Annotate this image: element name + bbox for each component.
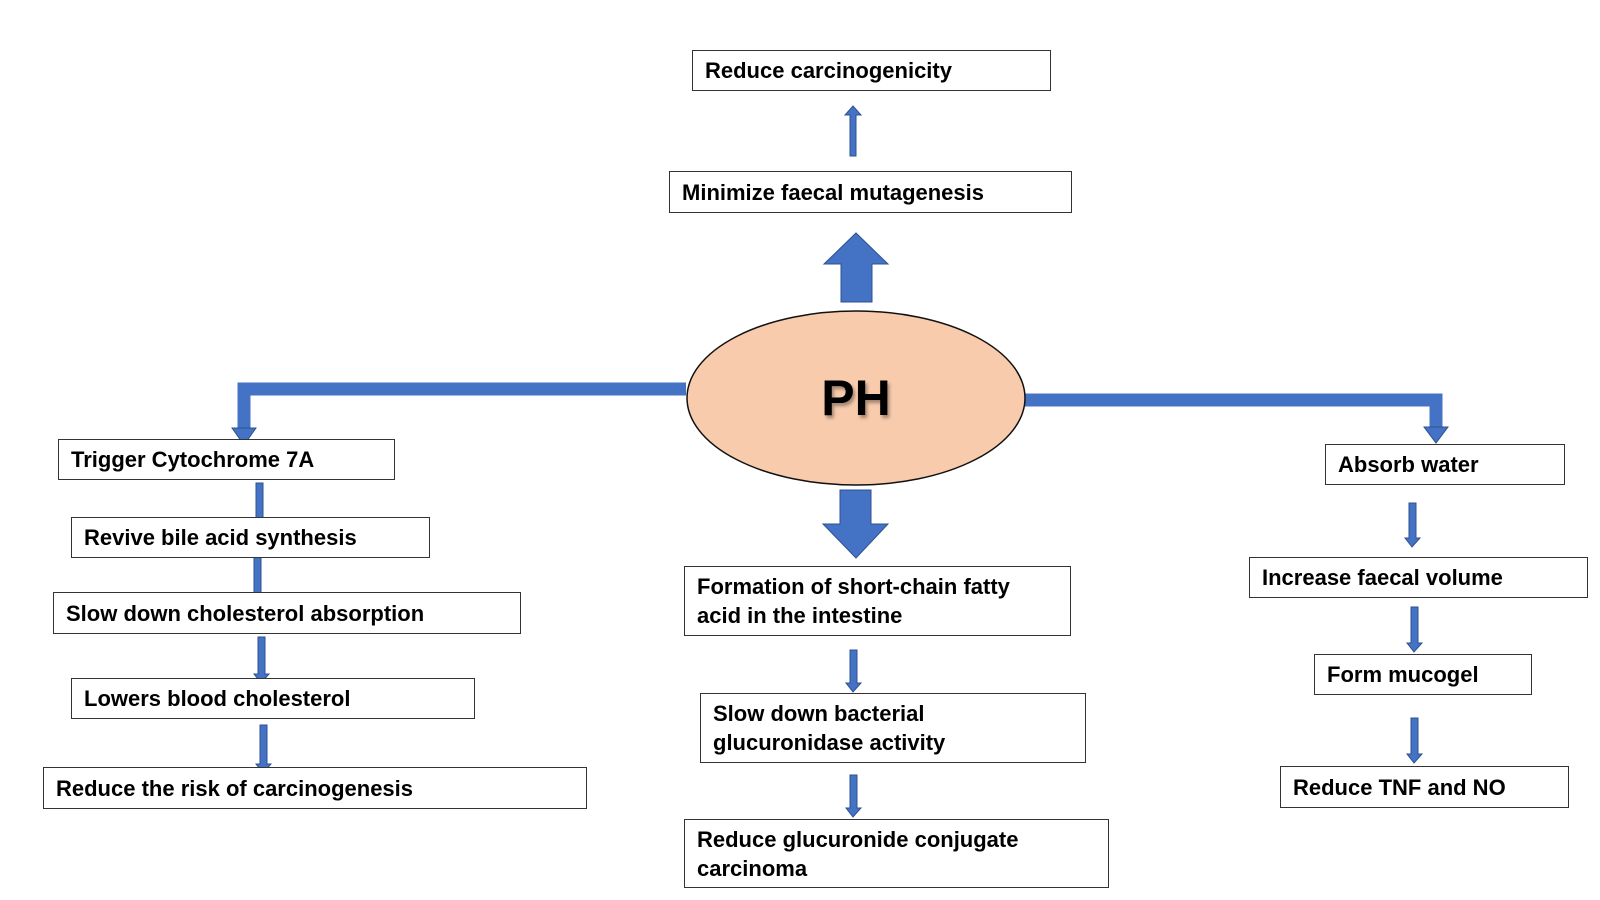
top-box-2: Reduce carcinogenicity [692, 50, 1051, 91]
middle-box-1: Formation of short-chain fatty acid in t… [684, 566, 1071, 636]
center-ellipse [686, 310, 1026, 486]
right-box-2: Increase faecal volume [1249, 557, 1588, 598]
left-box-3: Slow down cholesterol absorption [53, 592, 521, 634]
small-down-arrow [1403, 502, 1422, 548]
small-down-arrow [252, 636, 271, 684]
right-connector-line [1024, 393, 1443, 432]
right-connector-arrowhead [1423, 426, 1449, 444]
big-down-arrow [821, 489, 890, 559]
left-connector-arrowhead [231, 427, 257, 446]
small-down-arrow [1405, 717, 1424, 764]
right-box-1: Absorb water [1325, 444, 1565, 485]
left-box-2: Revive bile acid synthesis [71, 517, 430, 558]
small-down-arrow [1405, 606, 1424, 653]
left-box-5: Reduce the risk of carcinogenesis [43, 767, 587, 809]
left-box-1: Trigger Cytochrome 7A [58, 439, 395, 480]
right-box-4: Reduce TNF and NO [1280, 766, 1569, 808]
small-up-arrow [843, 105, 863, 157]
small-down-arrow [844, 774, 863, 818]
middle-box-2: Slow down bacterial glucuronidase activi… [700, 693, 1086, 763]
middle-box-3: Reduce glucuronide conjugate carcinoma [684, 819, 1109, 888]
left-box-4: Lowers blood cholesterol [71, 678, 475, 719]
small-down-arrow [844, 649, 863, 693]
center-label: PH [821, 370, 891, 426]
big-up-arrow [822, 232, 890, 303]
left-connector-line [237, 382, 686, 432]
right-box-3: Form mucogel [1314, 654, 1532, 695]
small-down-arrow [254, 724, 273, 774]
top-box-1: Minimize faecal mutagenesis [669, 171, 1072, 213]
